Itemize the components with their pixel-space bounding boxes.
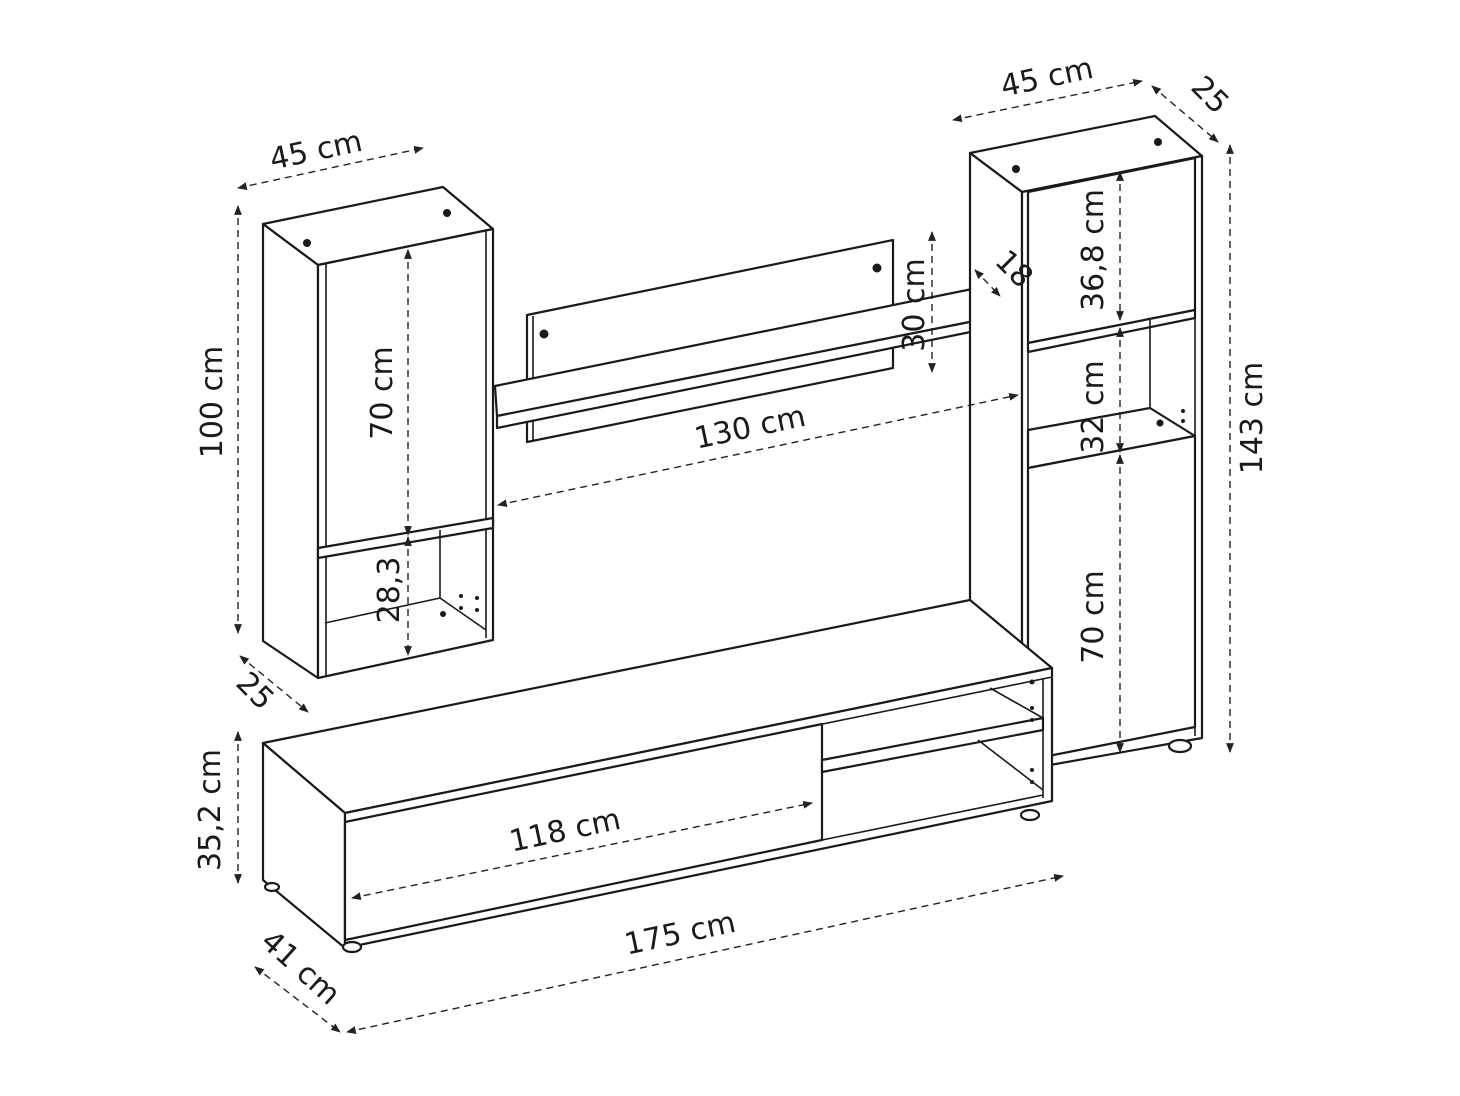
tall-column-right [968, 114, 1204, 772]
label-left-shelf-height: 28,3 [372, 557, 407, 624]
label-tv-height: 35,2 cm [193, 749, 228, 871]
label-shelf-length: 130 cm [691, 399, 808, 457]
label-column-height: 143 cm [1235, 362, 1270, 475]
label-column-bottom-door: 70 cm [1076, 570, 1111, 663]
tv-stand-shelf [820, 716, 1045, 774]
dimension-lines [234, 78, 1234, 1034]
label-left-width: 45 cm [267, 124, 366, 178]
label-column-width: 45 cm [998, 51, 1097, 105]
label-column-top-door: 36,8 cm [1076, 189, 1111, 311]
label-left-depth: 25 [229, 665, 281, 717]
label-column-niche: 32 cm [1076, 360, 1111, 453]
label-tv-width: 175 cm [621, 905, 738, 963]
label-left-door-height: 70 cm [365, 346, 400, 439]
label-left-height: 100 cm [195, 346, 230, 459]
label-shelf-panel-height: 30 cm [897, 258, 932, 351]
column-niche-top [1026, 308, 1197, 354]
label-column-depth: 25 [1184, 69, 1236, 121]
cabinet-left-side [261, 222, 320, 680]
